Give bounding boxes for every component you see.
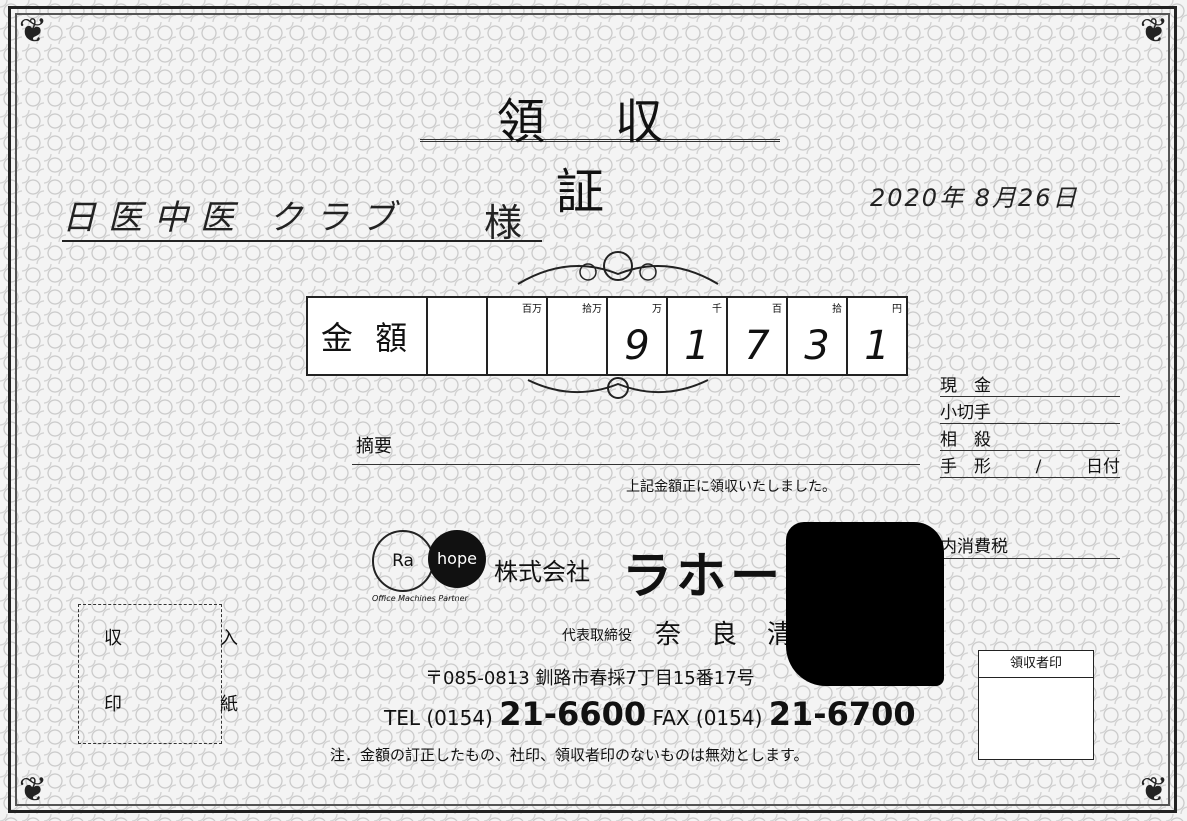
amount-digit: 1: [684, 323, 710, 369]
amount-digit: 9: [624, 323, 650, 369]
summary-line: [352, 464, 920, 465]
ornamental-border: [8, 6, 1177, 813]
amount-digit: 7: [744, 323, 770, 369]
corner-ornament-icon: ❦: [1139, 770, 1169, 810]
tel-label: TEL: [384, 706, 420, 730]
receipt-title: 領収証: [420, 82, 780, 220]
corner-ornament-icon: ❦: [18, 770, 48, 810]
receipt-date: 2020年 8月26日: [870, 184, 1079, 212]
redaction-block: [786, 522, 944, 686]
amount-digit: 1: [864, 323, 890, 369]
revenue-stamp-box: [78, 604, 222, 744]
flourish-ornament-icon: [517, 251, 719, 285]
unit-label: 百: [772, 304, 782, 315]
receiver-seal-box: 領収者印: [978, 650, 1094, 760]
amount-cell: 百万: [486, 296, 548, 376]
payment-label: 手 形: [940, 457, 991, 477]
fax-number: 21-6700: [768, 695, 916, 733]
unit-label: 万: [652, 304, 662, 315]
tel-area: (0154): [426, 706, 493, 730]
payment-row: 手 形 / 日付: [940, 455, 1120, 478]
unit-label: 円: [892, 304, 902, 315]
summary-label: 摘要: [356, 436, 392, 457]
amount-digit: 3: [804, 323, 830, 369]
company-logo-right: hope: [428, 530, 486, 588]
revenue-stamp-label: 収 入: [104, 628, 278, 649]
payment-row: 小切手: [940, 401, 1120, 424]
fax-label: FAX: [652, 706, 690, 730]
receiver-seal-label: 領収者印: [979, 651, 1093, 678]
payment-methods: 現 金 小切手 相 殺 手 形 / 日付: [940, 374, 1120, 482]
company-logo-left: Ra: [372, 530, 434, 592]
representative-title: 代表取締役: [562, 628, 632, 644]
honorific: 様: [483, 201, 534, 245]
corner-ornament-icon: ❦: [18, 11, 48, 51]
flourish-ornament-icon: [527, 377, 709, 399]
company-phones: TEL (0154) 21-6600 FAX (0154) 21-6700: [384, 695, 916, 733]
payment-label: 小切手: [940, 403, 991, 423]
payment-label: 現 金: [940, 376, 991, 396]
revenue-stamp-label: 印 紙: [104, 694, 278, 715]
unit-label: 千: [712, 304, 722, 315]
tel-number: 21-6600: [499, 695, 647, 733]
unit-label: 拾万: [582, 304, 602, 315]
footer-note: 注．金額の訂正したもの、社印、領収者印のないものは無効とします。: [330, 746, 809, 764]
unit-label: 百万: [522, 304, 542, 315]
amount-cell: [426, 296, 488, 376]
amount-cell: 拾万: [546, 296, 608, 376]
bill-date-separator: /: [1035, 457, 1042, 477]
unit-label: 拾: [832, 304, 842, 315]
payment-row: 相 殺: [940, 428, 1120, 451]
recipient-name: 日医中医 クラブ: [62, 198, 407, 238]
amount-label: 金 額: [306, 296, 428, 376]
acknowledgement-text: 上記金額正に領収いたしました。: [626, 479, 836, 495]
fax-area: (0154): [695, 706, 763, 730]
company-prefix: 株式会社: [494, 558, 590, 586]
tax-label: 内消費税: [940, 532, 1120, 559]
company-tagline: Office Machines Partner: [372, 594, 468, 603]
payment-label: 相 殺: [940, 430, 991, 450]
payment-row: 現 金: [940, 374, 1120, 397]
company-address: 〒085-0813 釧路市春採7丁目15番17号: [425, 668, 755, 689]
bill-date-label: 日付: [1085, 457, 1120, 477]
recipient-field: 日医中医 クラブ 様: [62, 190, 542, 245]
corner-ornament-icon: ❦: [1139, 11, 1169, 51]
